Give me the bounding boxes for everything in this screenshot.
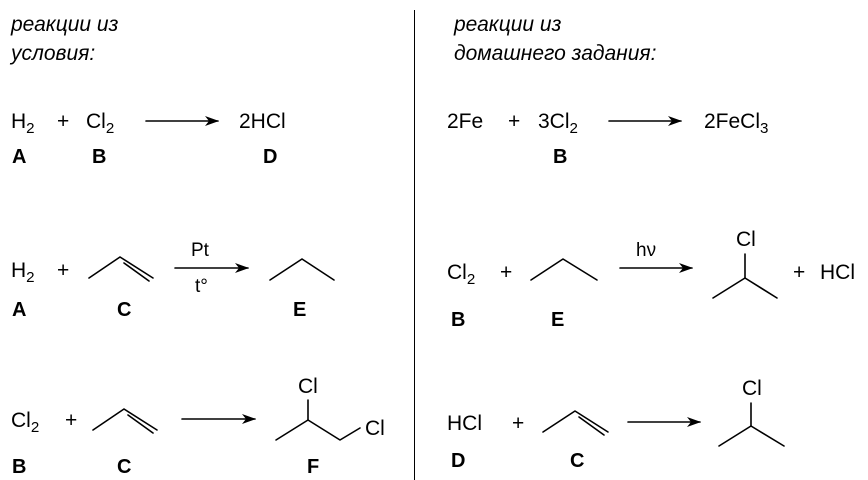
r2-label-e: E (293, 299, 307, 321)
r5-label-e: E (551, 309, 565, 331)
r5-plus-2: + (793, 261, 806, 284)
r6-label-d: D (451, 450, 466, 472)
r2-condition-heat: t° (195, 276, 208, 297)
r3-label-b: B (12, 456, 27, 478)
r1-h2: H2 (11, 110, 35, 137)
r4-iron: 2Fe (447, 110, 484, 133)
r2-label-a: A (12, 299, 27, 321)
r5-condition-light: hν (636, 240, 657, 261)
header-left-line-2: условия: (11, 41, 96, 65)
r4-product: 2FeCl3 (704, 110, 769, 137)
r2-h2: H2 (11, 259, 35, 286)
r3-label-f: F (307, 456, 320, 478)
r3-product-f (275, 419, 361, 441)
r4-plus: + (508, 110, 521, 133)
r5-chlorine-top: Cl (736, 228, 756, 251)
r1-label-d: D (263, 146, 278, 168)
r3-propene-double-bond (127, 414, 154, 434)
header-left: реакции из условия: (11, 11, 118, 69)
header-right-line-1: реакции из (454, 13, 562, 36)
header-right-line-2: домашнего задания: (454, 41, 657, 65)
r6-label-c: C (570, 450, 585, 472)
r2-propene-double-bond (123, 262, 150, 282)
header-left-line-1: реакции из (11, 13, 119, 36)
r2-plus: + (57, 259, 70, 282)
r6-hcl: HCl (447, 412, 482, 435)
r5-product-2-chloropropane (712, 277, 778, 299)
r5-plus: + (500, 261, 513, 284)
header-right: реакции из домашнего задания: (454, 11, 656, 69)
r1-plus: + (57, 110, 70, 133)
r3-cl2: Cl2 (11, 409, 40, 436)
divider-line (414, 10, 416, 480)
r3-propene-c (92, 408, 158, 431)
r6-product-2-chloropropane (718, 425, 785, 447)
r5-cl2: Cl2 (447, 261, 476, 288)
r6-chlorine-top: Cl (742, 377, 762, 400)
r3-plus: + (65, 409, 78, 432)
r5-hcl: HCl (820, 261, 855, 284)
r1-label-b: B (92, 146, 107, 168)
r1-label-a: A (12, 146, 27, 168)
r6-propene-double-bond (578, 416, 605, 436)
r6-propene-c (542, 410, 609, 433)
r1-product: 2HCl (239, 110, 286, 133)
r4-cl2: 3Cl2 (538, 110, 578, 137)
r2-propene-c (88, 256, 154, 279)
r3-chlorine-side: Cl (365, 417, 385, 440)
r4-label-b: B (553, 146, 568, 168)
r1-cl2: Cl2 (86, 110, 115, 137)
r5-label-b: B (451, 309, 466, 331)
r5-propane-e (530, 258, 598, 281)
r3-label-c: C (117, 456, 132, 478)
r6-plus: + (512, 412, 525, 435)
r2-propane-e (269, 258, 335, 281)
r2-condition-catalyst: Pt (191, 240, 209, 261)
r2-label-c: C (117, 299, 132, 321)
r3-chlorine-top: Cl (298, 375, 318, 398)
